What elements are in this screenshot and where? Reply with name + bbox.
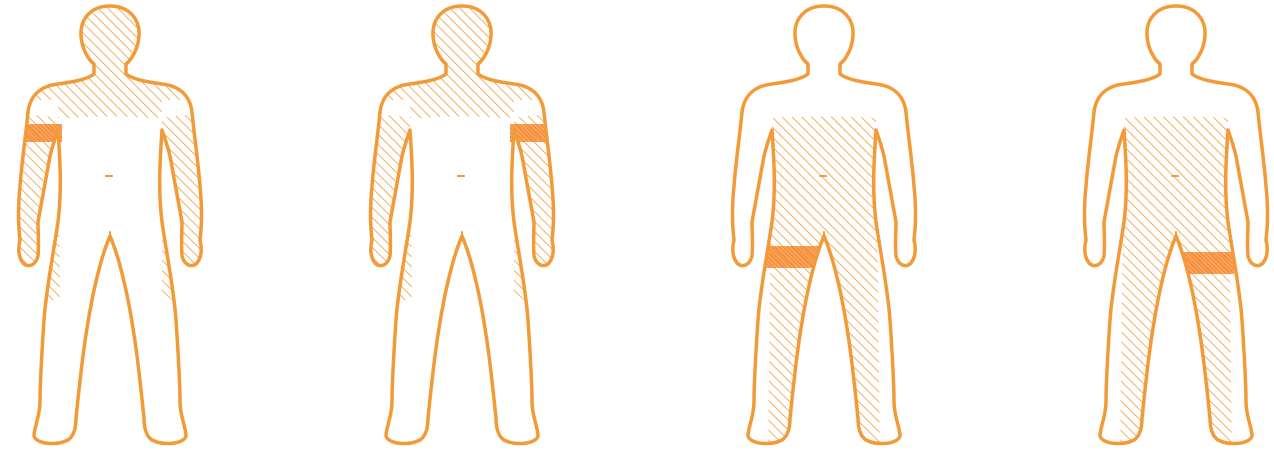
shaded-region [1066, 0, 1274, 458]
band-marker [766, 246, 820, 268]
shaded-region [352, 0, 572, 458]
body-figure-svg [0, 0, 220, 458]
body-figure-svg [1066, 0, 1274, 458]
body-figure-svg [352, 0, 572, 458]
shaded-region [714, 0, 934, 458]
figure-lower-shaded-right-thigh-band [714, 0, 934, 458]
shaded-region [0, 0, 220, 458]
figure-lower-shaded-left-thigh-band [1066, 0, 1274, 458]
figure-upper-shaded-left-arm-band [352, 0, 572, 458]
body-figure-svg [714, 0, 934, 458]
figure-upper-shaded-right-arm-band [0, 0, 220, 458]
